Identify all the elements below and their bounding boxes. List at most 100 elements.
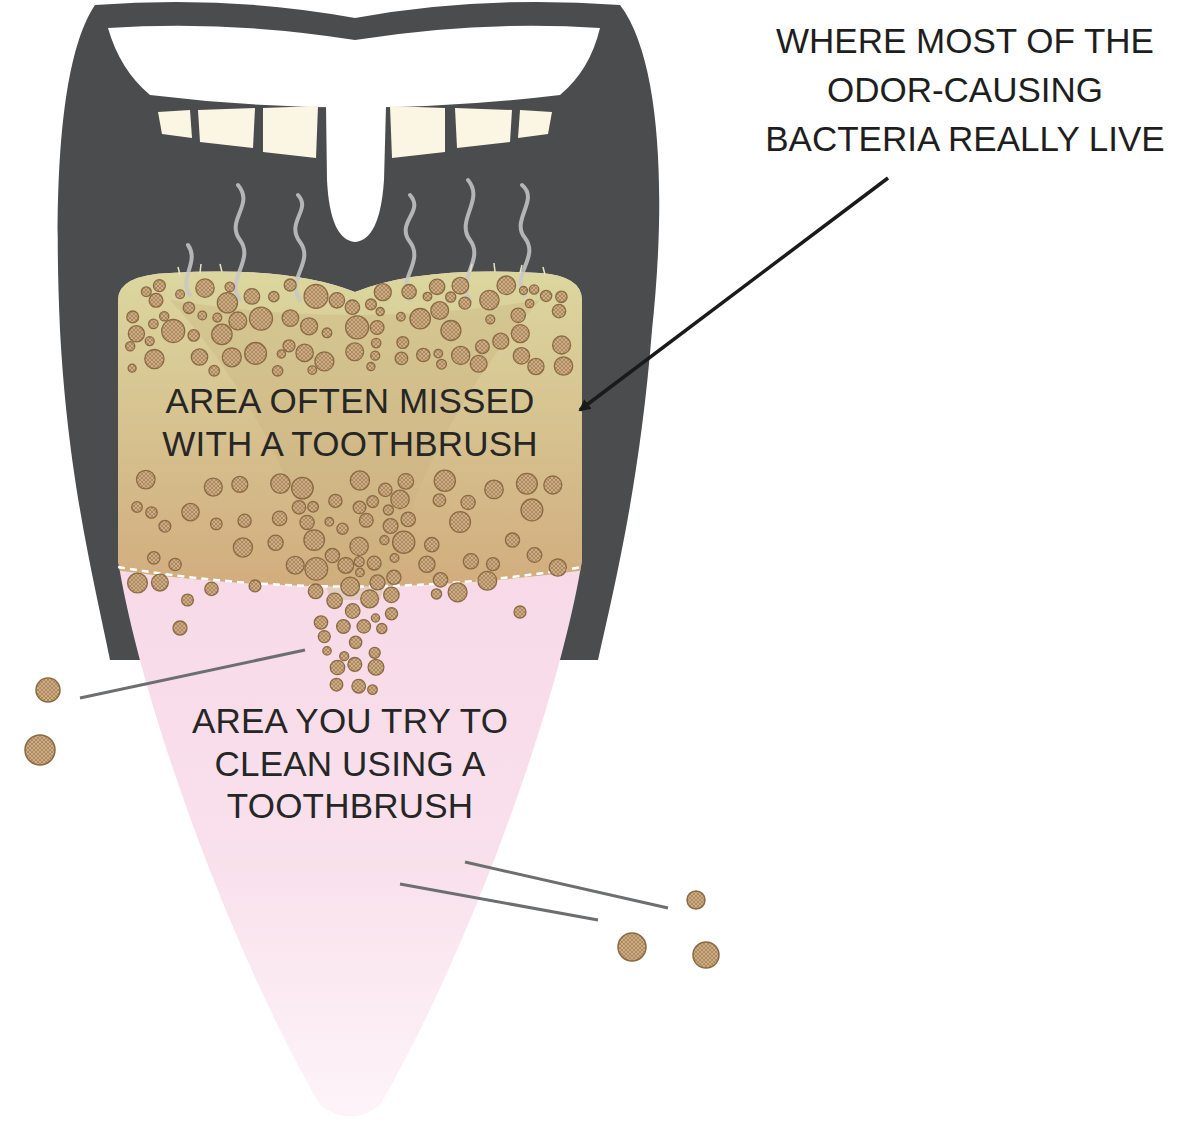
bacteria-dot: [272, 511, 286, 525]
bacteria-dot: [233, 538, 252, 557]
bacteria-dot: [148, 552, 160, 564]
bacteria-dot: [211, 518, 223, 530]
bacteria-dot: [397, 312, 406, 321]
bacteria-dot: [452, 277, 469, 294]
bacteria-dot: [478, 571, 497, 590]
bacteria-dot: [476, 340, 490, 354]
bacteria-dot: [282, 310, 299, 327]
bacteria-dot: [173, 621, 187, 635]
upper-lip: [108, 26, 600, 108]
bacteria-dot: [141, 287, 151, 297]
bacteria-dot: [450, 512, 471, 533]
bacteria-dot: [493, 333, 509, 349]
bacteria-dot: [528, 358, 544, 374]
bacteria-dot: [433, 494, 446, 507]
bacteria-dot: [345, 300, 359, 314]
bacteria-dot: [286, 556, 304, 574]
bacteria-dot: [434, 470, 455, 491]
bacteria-dot: [182, 503, 199, 520]
bacteria-dots: [126, 276, 573, 694]
bacteria-dot: [204, 478, 222, 496]
bacteria-dot: [198, 311, 207, 320]
bacteria-dot: [461, 495, 475, 509]
bacteria-dot: [213, 313, 222, 322]
bacteria-dot: [284, 279, 296, 291]
bacteria-dot: [398, 474, 414, 490]
bacteria-dot: [338, 558, 354, 574]
bacteria-dot: [391, 490, 409, 508]
bacteria-dot: [463, 554, 478, 569]
mouth: [58, 2, 660, 660]
bacteria-dot: [188, 330, 199, 341]
bacteria-dot: [222, 348, 241, 367]
bacteria-dot: [232, 476, 248, 492]
bacteria-dot: [152, 574, 169, 591]
region-label: AREA OFTEN MISSED WITH A TOOTHBRUSH: [118, 380, 582, 465]
bacteria-dot: [330, 678, 343, 691]
bacteria-dot: [434, 349, 443, 358]
bacteria-dot: [292, 477, 314, 499]
bacteria-dot: [305, 558, 328, 581]
bacteria-dot: [304, 285, 328, 309]
bacteria-dot: [249, 580, 261, 592]
bacteria-dot: [225, 282, 234, 291]
bacteria-dot: [368, 659, 384, 675]
bacteria-dot: [160, 312, 169, 321]
bacteria-dot: [128, 364, 136, 372]
bacteria-dot: [162, 320, 185, 343]
bacteria-dot: [217, 293, 237, 313]
bacteria-dot: [238, 514, 251, 527]
bacteria-dot: [159, 520, 171, 532]
bacteria-dot: [212, 324, 232, 344]
bacteria-dot: [244, 289, 260, 305]
bacteria-dot: [505, 533, 519, 547]
bacteria-dot: [410, 309, 430, 329]
bacteria-dot: [525, 299, 533, 307]
bacteria-dot: [329, 494, 342, 507]
bacteria-dot: [304, 530, 325, 551]
bacteria-dot: [296, 344, 313, 361]
bacteria-dot: [127, 311, 139, 323]
bacteria-dot: [277, 350, 285, 358]
bacteria-dot: [397, 337, 409, 349]
bacteria-dot: [308, 584, 323, 599]
bacteria-dot: [513, 348, 529, 364]
bacteria-dot: [393, 531, 415, 553]
bacteria-dot: [145, 350, 164, 369]
bacteria-dot: [327, 593, 342, 608]
bacteria-dot: [370, 321, 384, 335]
bacteria-dot: [431, 302, 449, 320]
bacteria-dot: [322, 328, 332, 338]
back-tongue-region: AREA OFTEN MISSED WITH A TOOTHBRUSH: [118, 380, 582, 480]
bacteria-dot: [329, 293, 344, 308]
bacteria-dot: [345, 604, 360, 619]
bacteria-dot: [433, 573, 447, 587]
bacteria-dot: [459, 297, 471, 309]
bacteria-dot: [395, 352, 408, 365]
bacteria-dot: [325, 518, 334, 527]
front-tongue-region: AREA YOU TRY TO CLEAN USING A TOOTHBRUSH: [150, 700, 550, 840]
bacteria-dot: [417, 348, 430, 361]
bacteria-dot: [359, 513, 373, 527]
bacteria-dot: [384, 587, 399, 602]
bacteria-dot: [283, 340, 295, 352]
bacteria-dot: [183, 302, 194, 313]
bacteria-dot: [379, 483, 392, 496]
bacteria-dot: [368, 685, 378, 695]
bacteria-dot: [431, 589, 441, 599]
bacteria-dot: [337, 620, 351, 634]
bacteria-dot: [423, 292, 432, 301]
bacteria-dot: [191, 349, 207, 365]
bacteria-dot: [549, 559, 566, 576]
bacteria-dot: [385, 608, 397, 620]
bacteria-dot: [149, 319, 158, 328]
bacteria-dot: [292, 501, 305, 514]
bacteria-dot: [337, 523, 348, 534]
bacteria-dot: [514, 606, 526, 618]
bacteria-dot: [371, 614, 379, 622]
bacteria-dot: [383, 519, 398, 534]
bacteria-dot: [419, 556, 435, 572]
bacteria-dot: [367, 363, 375, 371]
bacteria-dot: [377, 624, 387, 634]
